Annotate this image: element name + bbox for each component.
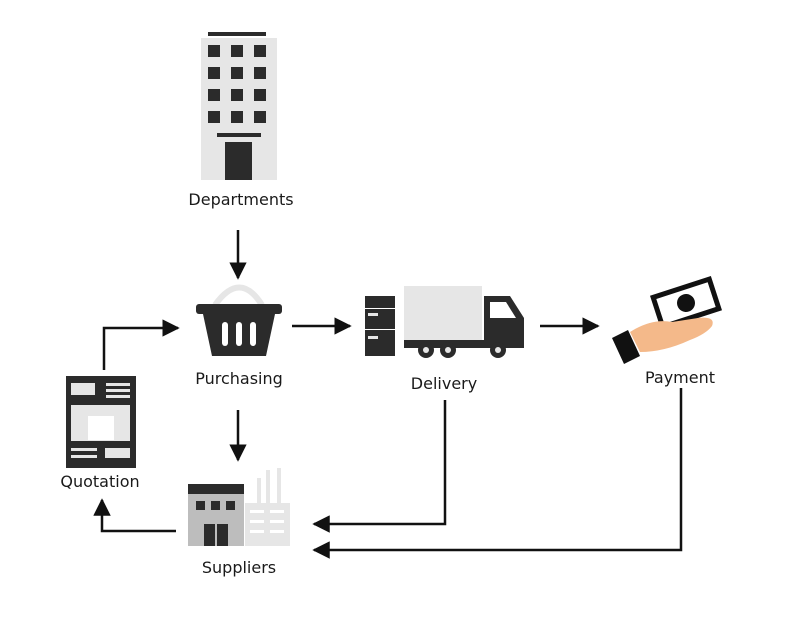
arrow-suppliers-to-quotation <box>93 498 176 533</box>
label-suppliers: Suppliers <box>201 558 277 577</box>
label-purchasing: Purchasing <box>195 369 283 388</box>
delivery-truck-icon <box>365 286 524 358</box>
arrow-quotation-to-purchasing <box>102 319 180 370</box>
hand-with-cash-icon <box>612 275 722 364</box>
label-departments: Departments <box>188 190 294 209</box>
label-delivery: Delivery <box>410 374 478 393</box>
factory-icon <box>188 468 290 546</box>
arrow-payment-to-suppliers <box>312 388 683 559</box>
shopping-basket-icon <box>196 284 282 356</box>
arrow-delivery-to-suppliers <box>312 400 447 533</box>
label-payment: Payment <box>644 368 716 387</box>
quotation-document-icon <box>66 376 136 468</box>
flow-arrows <box>93 230 683 559</box>
office-building-icon <box>201 32 277 180</box>
label-quotation: Quotation <box>60 472 140 491</box>
